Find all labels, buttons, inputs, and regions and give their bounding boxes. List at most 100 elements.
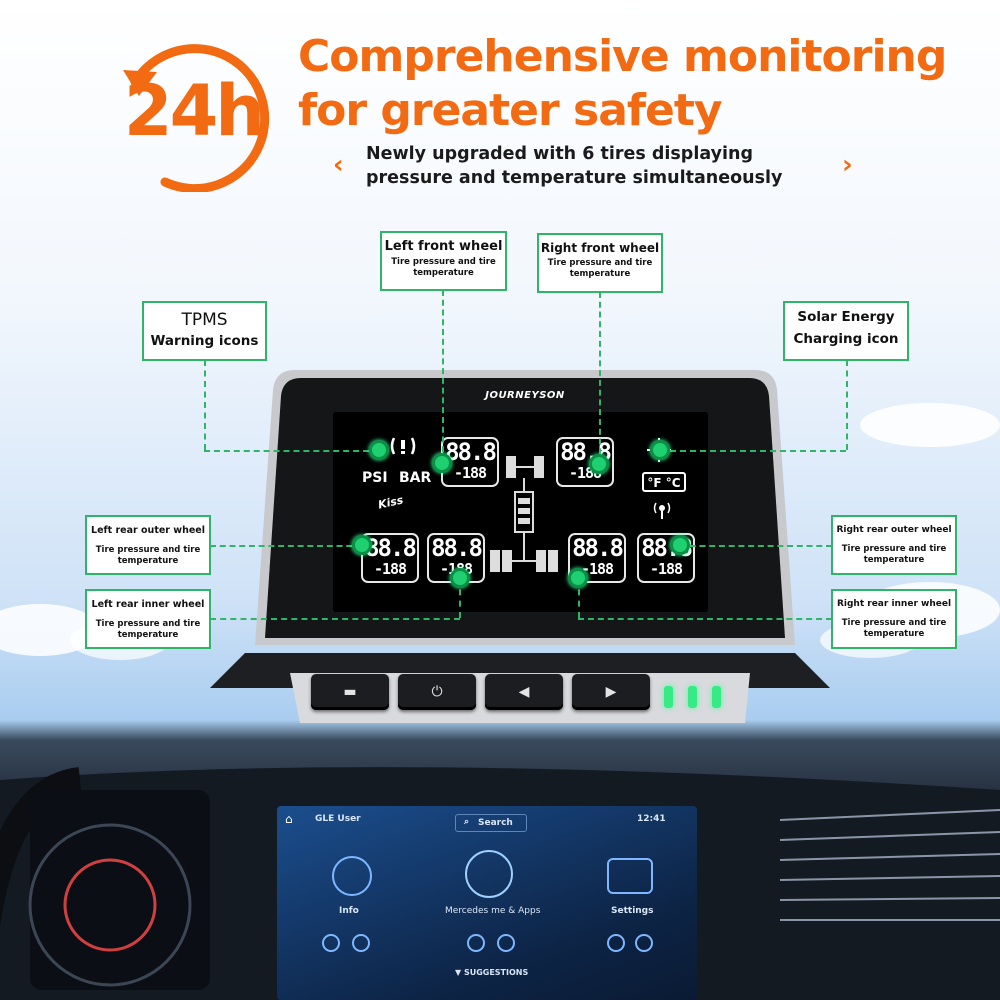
info-icon[interactable] <box>332 856 372 896</box>
search-field[interactable]: ⌕ Search <box>455 814 527 832</box>
callout-title: Left front wheel <box>384 239 503 254</box>
connector-line <box>210 545 362 547</box>
headline: Comprehensive monitoring for greater saf… <box>298 30 978 138</box>
24h-badge: 24h <box>123 70 265 152</box>
temperature-value: -188 <box>453 464 487 482</box>
shortcut-icon[interactable] <box>352 934 370 952</box>
unit-psi: PSI <box>362 470 388 486</box>
apps-label[interactable]: Mercedes me & Apps <box>445 906 541 916</box>
shortcut-icon[interactable] <box>497 934 515 952</box>
marker-dot-right-rear-outer <box>670 535 690 555</box>
callout-right-front-wheel: Right front wheel Tire pressure and tire… <box>537 233 663 293</box>
callout-title: Right front wheel <box>540 241 660 255</box>
pressure-value: 88.8 <box>431 534 483 562</box>
next-button[interactable]: ▶ <box>572 674 650 710</box>
power-button[interactable]: ⏻ <box>398 674 476 710</box>
subheadline-line-2: pressure and temperature simultaneously <box>366 168 783 188</box>
callout-title: Left rear inner wheel <box>91 599 205 610</box>
connector-line <box>846 360 848 450</box>
shortcut-icon[interactable] <box>607 934 625 952</box>
right-arrow-icon: ▶ <box>605 684 617 700</box>
status-led <box>688 686 697 708</box>
callout-title: Solar Energy <box>797 309 895 325</box>
callout-tpms-warning: TPMS Warning icons <box>142 301 267 361</box>
home-icon[interactable]: ⌂ <box>285 812 293 826</box>
shortcut-icon[interactable] <box>467 934 485 952</box>
pressure-value: 88.8 <box>445 438 497 466</box>
temperature-value: -188 <box>649 560 683 578</box>
callout-left-rear-inner-wheel: Left rear inner wheel Tire pressure and … <box>85 589 211 649</box>
marker-dot-left-front <box>432 453 452 473</box>
marker-dot-solar <box>650 440 670 460</box>
callout-right-rear-inner-wheel: Right rear inner wheel Tire pressure and… <box>831 589 957 649</box>
subheadline-line-1: Newly upgraded with 6 tires displaying <box>366 144 753 164</box>
unit-bar: BAR <box>399 470 432 486</box>
callout-right-rear-outer-wheel: Right rear outer wheel Tire pressure and… <box>831 515 957 575</box>
clock: 12:41 <box>637 814 666 824</box>
car-settings-icon[interactable] <box>607 858 653 894</box>
power-icon: ⏻ <box>431 684 443 700</box>
headline-line-2: for greater safety <box>298 85 723 136</box>
shortcut-icon[interactable] <box>322 934 340 952</box>
connector-line <box>204 360 206 450</box>
callout-title: Right rear inner wheel <box>836 599 952 609</box>
connector-line <box>459 578 461 618</box>
search-label: Search <box>478 818 513 828</box>
chevron-left-icon: ‹ <box>333 150 344 180</box>
tpms-warning-icon <box>390 437 416 455</box>
apps-icon[interactable] <box>465 850 513 898</box>
connector-line <box>204 450 379 452</box>
info-label[interactable]: Info <box>339 906 359 916</box>
callout-solar-charging: Solar Energy Charging icon <box>783 301 909 361</box>
suggestions-label[interactable]: ▼ SUGGESTIONS <box>455 968 529 977</box>
connector-line <box>442 290 444 462</box>
vehicle-axle-diagram-icon <box>490 456 558 572</box>
subheadline: Newly upgraded with 6 tires displaying p… <box>366 142 836 190</box>
shortcut-icon[interactable] <box>635 934 653 952</box>
callout-subtitle: Warning icons <box>150 333 259 349</box>
marker-dot-left-rear-inner <box>450 568 470 588</box>
headline-line-1: Comprehensive monitoring <box>298 31 947 82</box>
marker-dot-left-rear-outer <box>352 535 372 555</box>
signal-icon <box>653 502 671 519</box>
search-icon: ⌕ <box>464 817 470 827</box>
user-label[interactable]: GLE User <box>315 814 361 824</box>
status-led <box>712 686 721 708</box>
previous-button[interactable]: ◀ <box>485 674 563 710</box>
connector-line <box>210 618 460 620</box>
settings-label[interactable]: Settings <box>611 906 654 916</box>
marker-dot-tpms <box>369 440 389 460</box>
connector-line <box>578 618 832 620</box>
menu-button[interactable]: ▬ <box>311 674 389 710</box>
infotainment-screen: ⌂ GLE User ⌕ Search 12:41 Info Mercedes … <box>277 806 697 1000</box>
cloud-decoration <box>860 403 1000 447</box>
callout-subtitle: Charging icon <box>793 331 899 347</box>
pressure-value: 88.8 <box>365 534 417 562</box>
pressure-value: 88.8 <box>572 534 624 562</box>
connector-line <box>680 545 832 547</box>
chevron-right-icon: › <box>842 150 853 180</box>
left-arrow-icon: ◀ <box>518 684 530 700</box>
callout-title: Right rear outer wheel <box>836 525 952 535</box>
marker-dot-right-rear-inner <box>568 568 588 588</box>
24h-ring-icon <box>123 44 270 192</box>
lcd-right-rear-inner: 88.8 -188 <box>568 533 626 583</box>
connector-line <box>599 292 601 464</box>
temperature-value: -188 <box>373 560 407 578</box>
lcd-left-rear-outer: 88.8 -188 <box>361 533 419 583</box>
marker-dot-right-front <box>589 454 609 474</box>
temperature-unit: °F °C <box>642 472 686 492</box>
callout-title: Left rear outer wheel <box>91 525 205 536</box>
connector-line <box>660 450 846 452</box>
temperature-value: -188 <box>580 560 614 578</box>
connector-line <box>578 578 580 618</box>
callout-left-rear-outer-wheel: Left rear outer wheel Tire pressure and … <box>85 515 211 575</box>
status-led <box>664 686 673 708</box>
